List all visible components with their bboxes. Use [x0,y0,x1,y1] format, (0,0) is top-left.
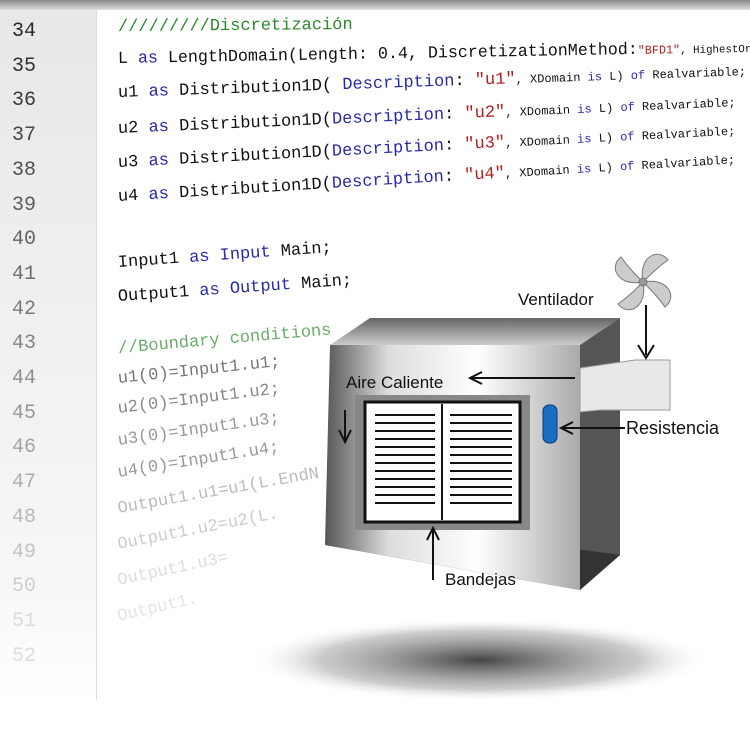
line-number-gutter [0,10,97,700]
line-number: 35 [12,54,37,78]
fan-arrow [637,305,655,360]
label-resistencia: Resistencia [626,418,720,438]
line-number: 41 [12,262,37,286]
line-number: 40 [12,228,37,252]
label-aire-caliente: Aire Caliente [346,373,444,392]
down-arrow [338,410,352,445]
line-number: 45 [12,401,37,425]
label-ventilador: Ventilador [518,290,594,309]
line-number: 39 [12,193,37,217]
line-number: 48 [12,505,37,529]
line-number: 46 [12,436,37,460]
fan-icon [614,253,672,311]
line-number: 43 [12,332,37,356]
line-number: 51 [12,609,37,633]
drop-shadow [250,618,710,702]
heater-resistor [542,404,558,444]
label-bandejas: Bandejas [445,570,516,589]
tray-lines [375,414,512,504]
line-number: 38 [12,158,37,182]
dryer-side [580,318,620,590]
hot-air-arrow [467,371,575,385]
line-number: 36 [12,89,37,113]
window-top-bar [0,0,750,10]
line-number: 37 [12,124,37,148]
line-number: 42 [12,297,37,321]
fan-duct [579,359,671,413]
line-number: 50 [12,575,37,599]
line-number: 52 [12,644,37,668]
line-number: 49 [12,540,37,564]
heater-arrow [558,421,625,435]
line-number: 47 [12,471,37,495]
line-number: 34 [12,20,37,43]
trays-arrow [426,525,440,580]
dryer-top [330,318,620,345]
line-number: 44 [12,367,37,390]
